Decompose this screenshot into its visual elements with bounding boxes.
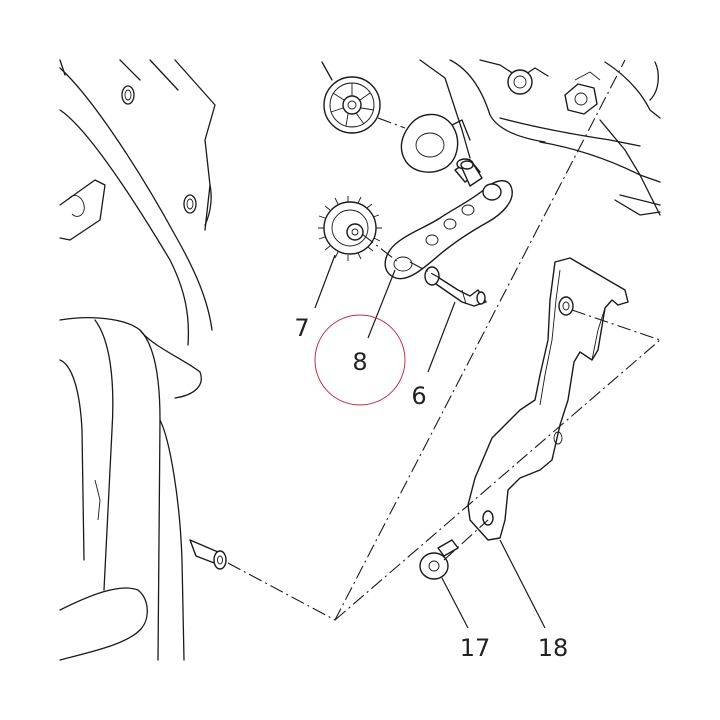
assembly-lines bbox=[227, 59, 661, 621]
upper-mechanism bbox=[400, 59, 661, 216]
part-6-shaft-pin bbox=[424, 266, 487, 307]
callout-18: 18 bbox=[538, 634, 569, 662]
part-18-bracket bbox=[467, 257, 629, 541]
part-7-gear bbox=[318, 196, 382, 261]
upper-gear bbox=[321, 61, 381, 134]
callout-8: 8 bbox=[352, 348, 367, 376]
highlight-circle bbox=[314, 314, 406, 406]
leader-lines bbox=[314, 254, 546, 629]
callout-17: 17 bbox=[460, 634, 491, 662]
part-17-screw bbox=[419, 539, 459, 580]
frame-housing bbox=[59, 59, 227, 661]
callout-6: 6 bbox=[411, 382, 426, 410]
callout-7: 7 bbox=[294, 314, 309, 342]
part-8-link-plate bbox=[384, 160, 513, 280]
